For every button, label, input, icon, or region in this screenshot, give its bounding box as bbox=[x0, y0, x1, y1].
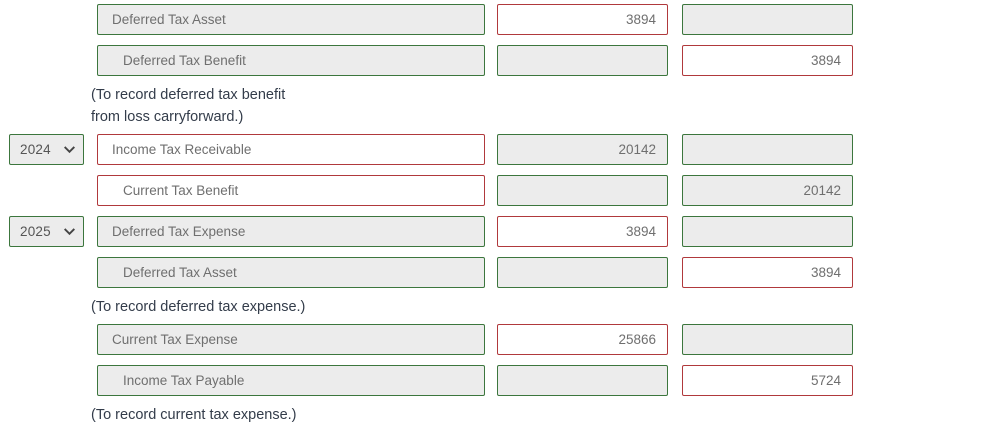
year-select-2024[interactable]: 2024 bbox=[9, 134, 84, 165]
account-field-value: Current Tax Benefit bbox=[123, 183, 239, 198]
account-field-value: Income Tax Receivable bbox=[112, 142, 252, 157]
debit-field-value: 3894 bbox=[625, 224, 656, 239]
debit-field[interactable] bbox=[497, 45, 668, 76]
account-field[interactable]: Deferred Tax Benefit bbox=[97, 45, 485, 76]
credit-field-value: 3894 bbox=[810, 265, 841, 280]
debit-field[interactable]: 3894 bbox=[497, 216, 668, 247]
credit-field-value: 20142 bbox=[803, 183, 841, 198]
account-field-value: Income Tax Payable bbox=[123, 373, 245, 388]
account-field[interactable]: Income Tax Receivable bbox=[97, 134, 485, 165]
debit-field[interactable] bbox=[497, 365, 668, 396]
debit-field[interactable]: 3894 bbox=[497, 4, 668, 35]
account-field-value: Deferred Tax Expense bbox=[112, 224, 246, 239]
debit-field-value: 20142 bbox=[618, 142, 656, 157]
credit-field-value: 3894 bbox=[810, 53, 841, 68]
year-select-value: 2025 bbox=[20, 224, 51, 239]
credit-field[interactable] bbox=[682, 4, 853, 35]
credit-field[interactable] bbox=[682, 324, 853, 355]
account-field[interactable]: Current Tax Expense bbox=[97, 324, 485, 355]
chevron-down-icon bbox=[64, 228, 75, 236]
debit-field[interactable] bbox=[497, 175, 668, 206]
account-field[interactable]: Deferred Tax Asset bbox=[97, 4, 485, 35]
year-select-value: 2024 bbox=[20, 142, 51, 157]
credit-field[interactable] bbox=[682, 134, 853, 165]
credit-field-value: 5724 bbox=[810, 373, 841, 388]
credit-field[interactable]: 3894 bbox=[682, 257, 853, 288]
debit-field[interactable]: 25866 bbox=[497, 324, 668, 355]
debit-field-value: 25866 bbox=[618, 332, 656, 347]
journal-memo-line: (To record current tax expense.) bbox=[91, 407, 297, 423]
account-field[interactable]: Current Tax Benefit bbox=[97, 175, 485, 206]
credit-field[interactable]: 20142 bbox=[682, 175, 853, 206]
account-field-value: Deferred Tax Benefit bbox=[123, 53, 246, 68]
account-field[interactable]: Income Tax Payable bbox=[97, 365, 485, 396]
date-cell: 2024 bbox=[9, 134, 84, 165]
date-cell: 2025 bbox=[9, 216, 84, 247]
debit-field[interactable]: 20142 bbox=[497, 134, 668, 165]
credit-field[interactable]: 5724 bbox=[682, 365, 853, 396]
credit-field[interactable]: 3894 bbox=[682, 45, 853, 76]
account-field[interactable]: Deferred Tax Expense bbox=[97, 216, 485, 247]
year-select-2025[interactable]: 2025 bbox=[9, 216, 84, 247]
credit-field[interactable] bbox=[682, 216, 853, 247]
chevron-down-icon bbox=[64, 146, 75, 154]
journal-memo-line: (To record deferred tax expense.) bbox=[91, 299, 306, 315]
debit-field[interactable] bbox=[497, 257, 668, 288]
account-field[interactable]: Deferred Tax Asset bbox=[97, 257, 485, 288]
account-field-value: Current Tax Expense bbox=[112, 332, 238, 347]
account-field-value: Deferred Tax Asset bbox=[112, 12, 226, 27]
account-field-value: Deferred Tax Asset bbox=[123, 265, 237, 280]
debit-field-value: 3894 bbox=[625, 12, 656, 27]
journal-memo-line: (To record deferred tax benefit from los… bbox=[91, 87, 286, 125]
